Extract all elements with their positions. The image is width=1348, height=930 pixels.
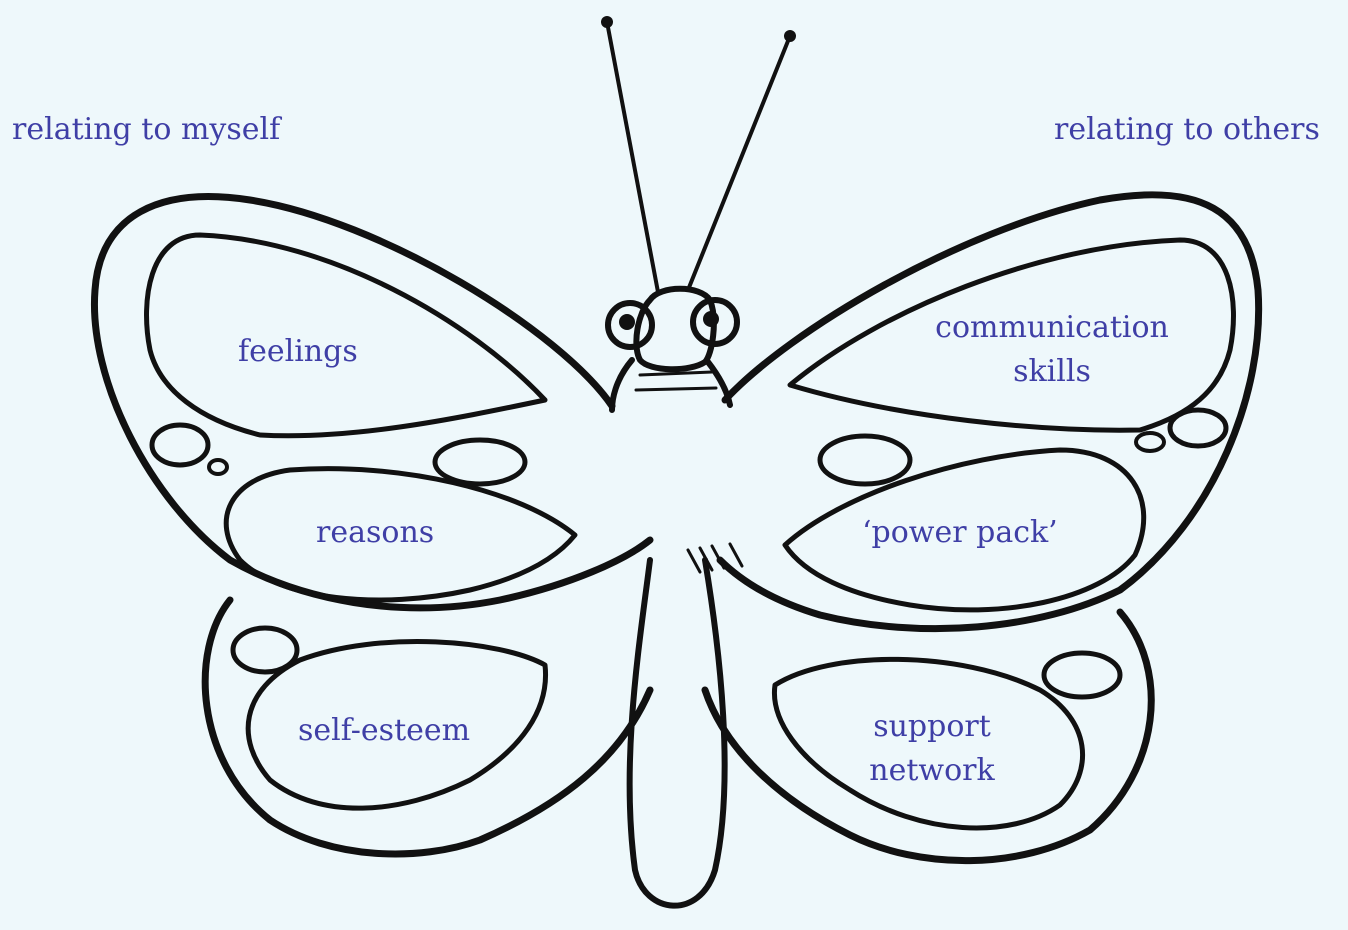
- label-power-pack: ‘power pack’: [862, 511, 1058, 555]
- label-reasons: reasons: [316, 511, 434, 555]
- heading-relating-to-others: relating to others: [1054, 108, 1320, 152]
- label-network: network: [852, 749, 1012, 793]
- label-communication-skills: communication skills: [918, 306, 1186, 394]
- label-support-network: support network: [852, 705, 1012, 793]
- label-skills: skills: [918, 350, 1186, 394]
- label-feelings: feelings: [238, 330, 358, 374]
- body: [612, 360, 742, 906]
- label-self-esteem: self-esteem: [298, 709, 470, 753]
- head: [608, 289, 737, 370]
- antennae: [601, 16, 796, 292]
- heading-relating-to-myself: relating to myself: [12, 108, 280, 152]
- label-support: support: [852, 705, 1012, 749]
- label-communication: communication: [918, 306, 1186, 350]
